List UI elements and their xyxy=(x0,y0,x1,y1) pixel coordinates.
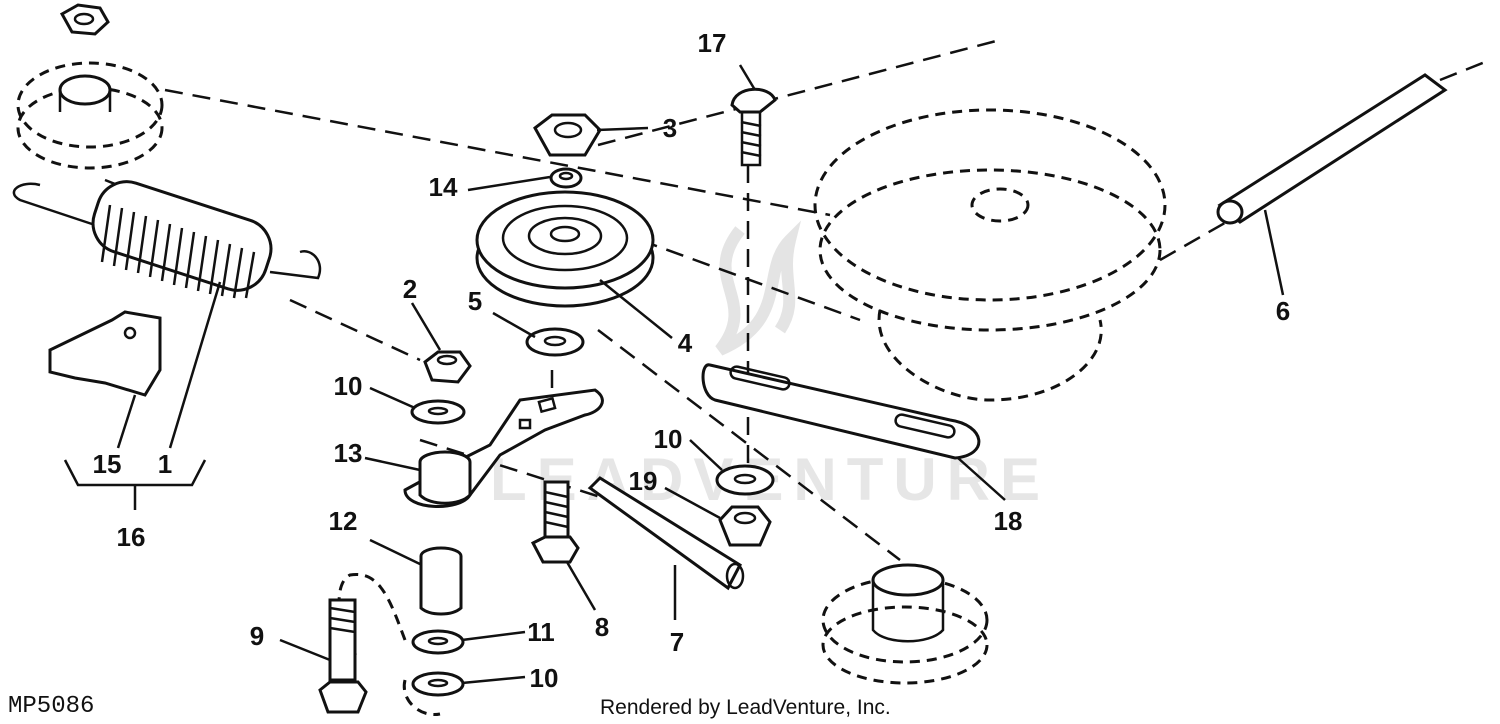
callout-18: 18 xyxy=(994,506,1023,536)
idler-pulley xyxy=(475,190,655,308)
callout-12: 12 xyxy=(329,506,358,536)
adjuster-bar-18 xyxy=(701,363,981,460)
callout-1: 1 xyxy=(158,449,172,479)
top-nut xyxy=(59,3,110,36)
callout-15: 15 xyxy=(93,449,122,479)
callout-6: 6 xyxy=(1276,296,1290,326)
callout-14: 14 xyxy=(429,172,458,202)
large-pulley xyxy=(813,108,1167,402)
callout-2: 2 xyxy=(403,274,417,304)
lower-pulley xyxy=(821,563,989,685)
shaft-6 xyxy=(1216,73,1448,225)
washer-11 xyxy=(411,629,465,655)
leader-lines xyxy=(116,64,1285,685)
bolt-8 xyxy=(530,480,580,564)
callout-10-lower: 10 xyxy=(530,663,559,693)
tension-spring xyxy=(12,180,322,299)
callout-8: 8 xyxy=(595,612,609,642)
callout-13: 13 xyxy=(334,438,363,468)
nut-2 xyxy=(423,350,472,384)
group-brace xyxy=(63,459,207,510)
callout-11: 11 xyxy=(527,617,555,647)
callout-3: 3 xyxy=(663,113,677,143)
key-7 xyxy=(587,476,745,591)
callout-19: 19 xyxy=(629,466,658,496)
upper-left-pulley xyxy=(16,61,164,170)
callout-labels: 17 3 14 2 5 4 6 10 10 13 19 18 12 8 7 9 … xyxy=(93,28,1291,693)
bushing-12 xyxy=(419,546,463,616)
spring-bracket xyxy=(48,310,162,397)
washer-14 xyxy=(549,167,583,189)
nut-19 xyxy=(718,505,772,547)
nut-3 xyxy=(533,113,602,157)
idler-arm-13 xyxy=(403,388,604,508)
carriage-bolt-17 xyxy=(730,87,777,167)
callout-7: 7 xyxy=(670,627,684,657)
footer-credit: Rendered by LeadVenture, Inc. xyxy=(600,696,891,719)
shoulder-bolt-9 xyxy=(318,598,368,714)
callout-17: 17 xyxy=(698,28,727,58)
figure-id: MP5086 xyxy=(8,693,94,720)
washer-10-lower xyxy=(411,671,465,697)
washer-10-upper xyxy=(410,399,466,425)
callout-10-middle: 10 xyxy=(654,424,683,454)
washer-5 xyxy=(525,327,585,357)
belt-path-lines xyxy=(104,38,1491,717)
callout-5: 5 xyxy=(468,286,482,316)
callout-4: 4 xyxy=(678,328,693,358)
callout-9: 9 xyxy=(250,621,264,651)
callout-10-upper: 10 xyxy=(334,371,363,401)
washer-10-middle xyxy=(715,464,775,496)
callout-16: 16 xyxy=(117,522,146,552)
